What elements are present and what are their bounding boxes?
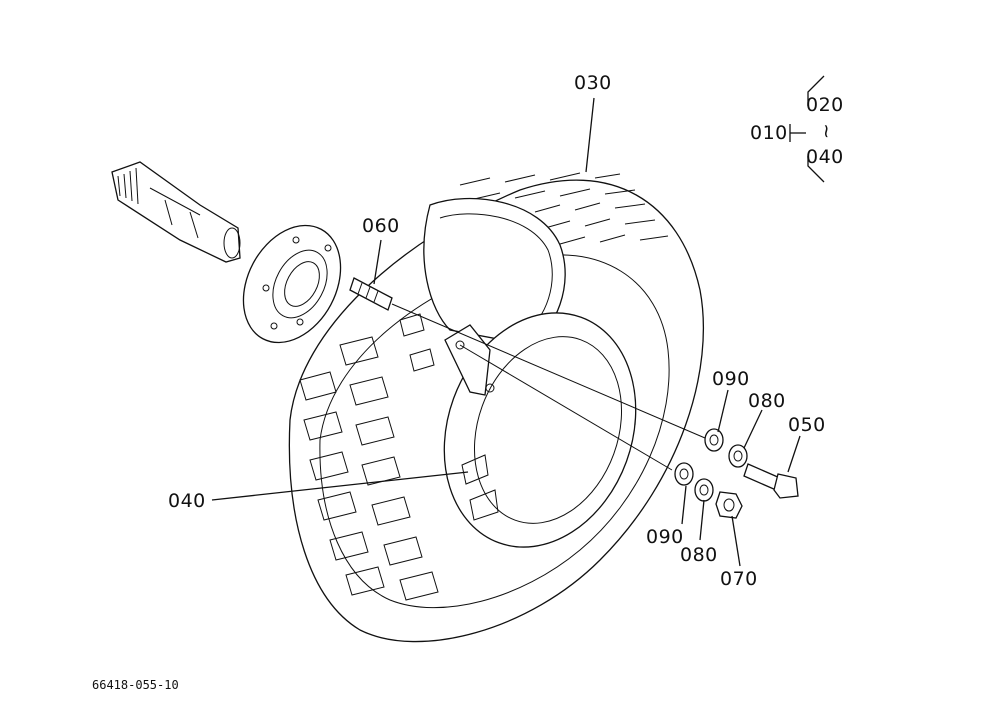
callout-090-lower: 090 bbox=[646, 526, 684, 548]
hex-nut bbox=[715, 491, 743, 519]
leader-060 bbox=[373, 239, 382, 285]
leader-050 bbox=[787, 435, 801, 473]
drawing-code: 66418-055-10 bbox=[92, 678, 179, 692]
callout-040-left: 040 bbox=[168, 490, 206, 512]
leader-090-lower bbox=[681, 485, 687, 525]
callout-090-upper: 090 bbox=[712, 368, 750, 390]
leader-080-lower bbox=[699, 499, 705, 541]
callout-040-top: 040 bbox=[806, 146, 844, 168]
spring-washer-upper bbox=[704, 428, 724, 452]
assembly-axis-line bbox=[391, 303, 706, 439]
assembly-axis-line-lower bbox=[459, 344, 673, 471]
callout-010: 010 bbox=[750, 122, 788, 144]
hex-bolt bbox=[743, 463, 799, 499]
callout-050: 050 bbox=[788, 414, 826, 436]
hub-flange bbox=[242, 224, 342, 344]
axle-shaft bbox=[111, 161, 241, 263]
callout-030: 030 bbox=[574, 72, 612, 94]
leader-040-left bbox=[211, 471, 469, 501]
leader-090-upper bbox=[717, 389, 729, 433]
callout-020: 020 bbox=[806, 94, 844, 116]
stud-bolt bbox=[349, 277, 393, 311]
callout-070: 070 bbox=[720, 568, 758, 590]
wheel-rim bbox=[443, 312, 637, 548]
flat-washer-lower bbox=[694, 478, 714, 502]
spring-washer-lower bbox=[674, 462, 694, 486]
set-bracket bbox=[789, 75, 825, 183]
tire-cross-section bbox=[423, 197, 566, 346]
range-mark: ~ bbox=[815, 123, 838, 140]
callout-080-upper: 080 bbox=[748, 390, 786, 412]
flat-washer-upper bbox=[728, 444, 748, 468]
leader-070 bbox=[731, 515, 741, 567]
leader-080-upper bbox=[743, 409, 763, 449]
leader-030 bbox=[585, 97, 595, 173]
callout-080-lower: 080 bbox=[680, 544, 718, 566]
callout-060: 060 bbox=[362, 215, 400, 237]
